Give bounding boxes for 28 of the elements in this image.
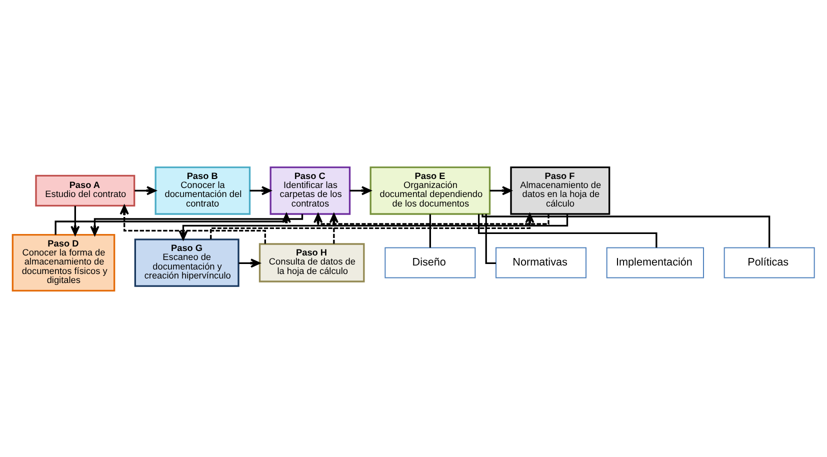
node-box: Paso E Organización documental dependiendo de los documentos [370, 166, 491, 214]
node-box: Paso H Consulta de datos de la hoja de cálculo [258, 242, 365, 282]
arrow [178, 214, 568, 240]
arrow [120, 204, 266, 244]
arrow [490, 186, 512, 195]
node-box: Paso D Conocer la forma de almacenamiento de documentos físicos y digitales [12, 234, 116, 291]
node-box: Paso F Almacenamiento de datos en la hoja de cálculo [510, 166, 610, 214]
connector [429, 214, 431, 248]
node-box: Diseño [384, 246, 476, 278]
arrow [350, 186, 372, 195]
connector [485, 214, 496, 264]
node-box: Paso B Conocer la documentación del contrato [154, 166, 251, 214]
arrow [54, 212, 291, 234]
arrow [314, 212, 550, 224]
node-box: Paso A Estudio del contrato [35, 174, 136, 206]
node-box: Implementación [606, 246, 704, 278]
arrow [238, 258, 260, 268]
arrow [70, 205, 80, 236]
node-box: Políticas [724, 246, 815, 278]
arrow [90, 214, 304, 236]
arrow [250, 186, 272, 195]
node-box: Paso G Escaneo de documentación y creación hipervínculo [134, 238, 240, 286]
arrow [134, 186, 156, 195]
arrow [329, 212, 338, 244]
arrow [210, 212, 534, 239]
node-box: Normativas [496, 246, 586, 278]
connector [482, 213, 770, 248]
node-box: Paso C Identificar las carpetas de los contratos [270, 166, 351, 214]
